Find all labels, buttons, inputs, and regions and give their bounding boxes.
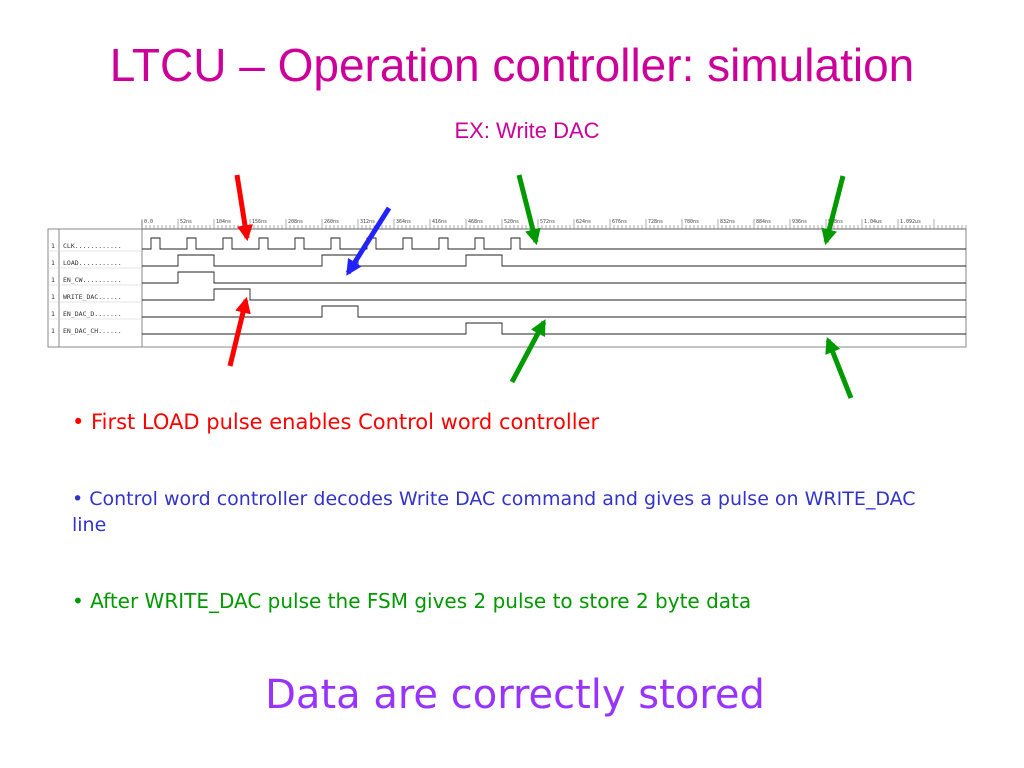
time-label: 260ns (324, 219, 339, 225)
signal-row: 1 EN_CW.......... (48, 271, 966, 286)
slide-subtitle: EX: Write DAC (454, 118, 600, 143)
signal-trace (142, 254, 966, 267)
time-label: 52ns (180, 219, 192, 225)
signal-index: 1 (51, 259, 55, 267)
signal-panel (47, 228, 967, 348)
signal-row: 1 CLK............ (48, 237, 966, 252)
time-label: 572ns (540, 219, 555, 225)
bullet-control-word: • Control word controller decodes Write … (72, 488, 916, 536)
time-label: 312ns (360, 219, 375, 225)
green-arrow-bottom-2 (825, 337, 854, 399)
green-arrow-bottom-1 (509, 319, 547, 384)
signal-name: LOAD........... (63, 259, 122, 267)
signal-row: 1 EN_DAC_D....... (48, 305, 966, 320)
signal-trace (142, 305, 966, 318)
waveform-diagram: 0.0 52ns 104ns 156ns 208ns 260ns 312ns 364ns 416… (47, 174, 967, 399)
time-ruler: 0.0 52ns 104ns 156ns 208ns 260ns 312ns 364ns 416… (141, 219, 967, 230)
signal-name: EN_CW.......... (63, 276, 122, 284)
signal-name: CLK............ (63, 242, 122, 250)
time-label: 988ns (828, 219, 843, 225)
green-arrow-top-1 (516, 174, 541, 246)
signal-row: 1 LOAD........... (48, 254, 966, 269)
time-label: 884ns (756, 219, 771, 225)
signal-trace (142, 288, 966, 301)
time-label: 104ns (216, 219, 231, 225)
slide-title: LTCU – Operation controller: simulation (109, 39, 915, 91)
signal-trace (142, 237, 966, 250)
signal-trace (142, 322, 966, 335)
signal-index: 1 (51, 242, 55, 250)
signal-index: 1 (51, 327, 55, 335)
time-label: 1.092us (900, 219, 921, 225)
green-arrow-top-2 (821, 175, 846, 246)
signal-index: 1 (51, 276, 55, 284)
time-label: 208ns (288, 219, 303, 225)
conclusion-text: Data are correctly stored (265, 672, 765, 718)
time-label: 624ns (576, 219, 591, 225)
signal-row: 1 EN_DAC_CH...... (51, 322, 966, 335)
time-label: 156ns (252, 219, 267, 225)
time-label: 728ns (648, 219, 663, 225)
time-label: 520ns (504, 219, 519, 225)
signal-row: 1 WRITE_DAC...... (48, 288, 966, 303)
signal-trace (142, 271, 966, 284)
signal-index: 1 (51, 293, 55, 301)
time-label: 1.04us (864, 219, 882, 225)
signal-name: WRITE_DAC...... (63, 293, 122, 301)
time-label: 832ns (720, 219, 735, 225)
time-label: 468ns (468, 219, 483, 225)
time-label: 936ns (792, 219, 807, 225)
time-label: 676ns (612, 219, 627, 225)
signal-name: EN_DAC_D....... (63, 310, 122, 318)
time-label: 0.0 (144, 219, 153, 225)
time-label: 364ns (396, 219, 411, 225)
time-label: 780ns (684, 219, 699, 225)
signal-index: 1 (51, 310, 55, 318)
red-arrow-top (234, 174, 253, 242)
bullet-first-load: • First LOAD pulse enables Control word … (72, 410, 600, 434)
blue-arrow (345, 206, 392, 276)
time-label: 416ns (432, 219, 447, 225)
bullet-fsm-pulses: • After WRITE_DAC pulse the FSM gives 2 … (72, 589, 752, 613)
red-arrow-bottom (227, 296, 251, 367)
signal-name: EN_DAC_CH...... (63, 327, 122, 335)
